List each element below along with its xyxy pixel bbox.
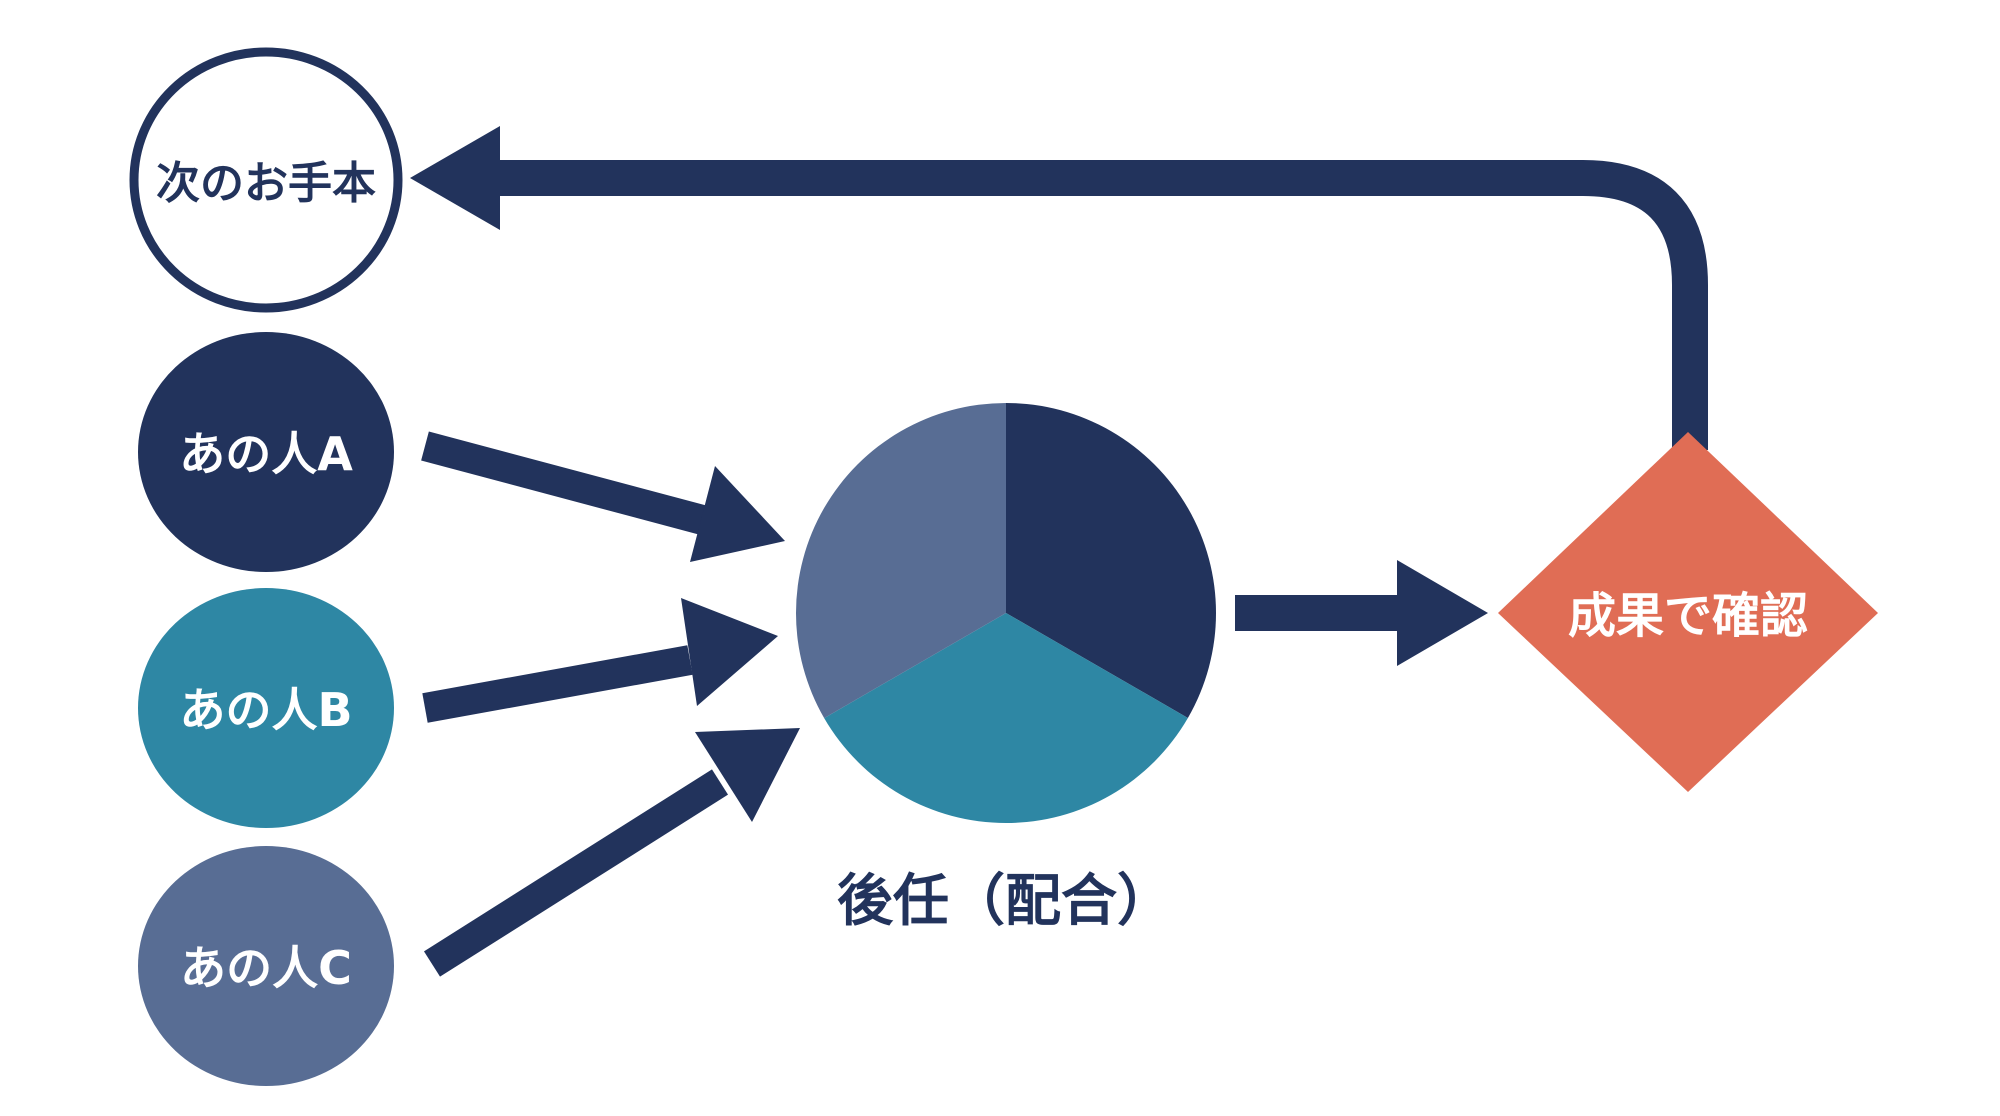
pie-slice-3: [796, 403, 1006, 719]
feedback-arrow-line: [495, 160, 1708, 450]
pie-slice-2: [824, 613, 1188, 824]
feedback-arrow-head: [410, 126, 500, 230]
successor-label: 後任（配合）: [837, 869, 1173, 934]
check-label: 成果で確認: [1568, 588, 1808, 644]
arrow-a-to-successor: [421, 431, 785, 562]
node-person-c: あの人C: [138, 846, 394, 1086]
arrow-successor-to-check: [1235, 560, 1488, 666]
node-person-a: あの人A: [138, 332, 394, 572]
node-check: 成果で確認: [1498, 432, 1878, 792]
person-b-label: あの人B: [179, 683, 352, 737]
arrow-c-to-successor: [423, 728, 800, 977]
feedback-arrow: [410, 126, 1708, 450]
next-model-label: 次のお手本: [156, 158, 376, 209]
person-a-label: あの人A: [179, 427, 353, 481]
check-diamond: [1498, 432, 1878, 792]
successor-blend-pie: [796, 403, 1216, 824]
node-next-model: 次のお手本: [129, 47, 403, 313]
input-arrows: [421, 431, 800, 977]
pie-slice-1: [1006, 403, 1216, 718]
node-person-b: あの人B: [138, 588, 394, 828]
person-c-label: あの人C: [180, 941, 352, 995]
arrow-b-to-successor: [422, 598, 778, 723]
